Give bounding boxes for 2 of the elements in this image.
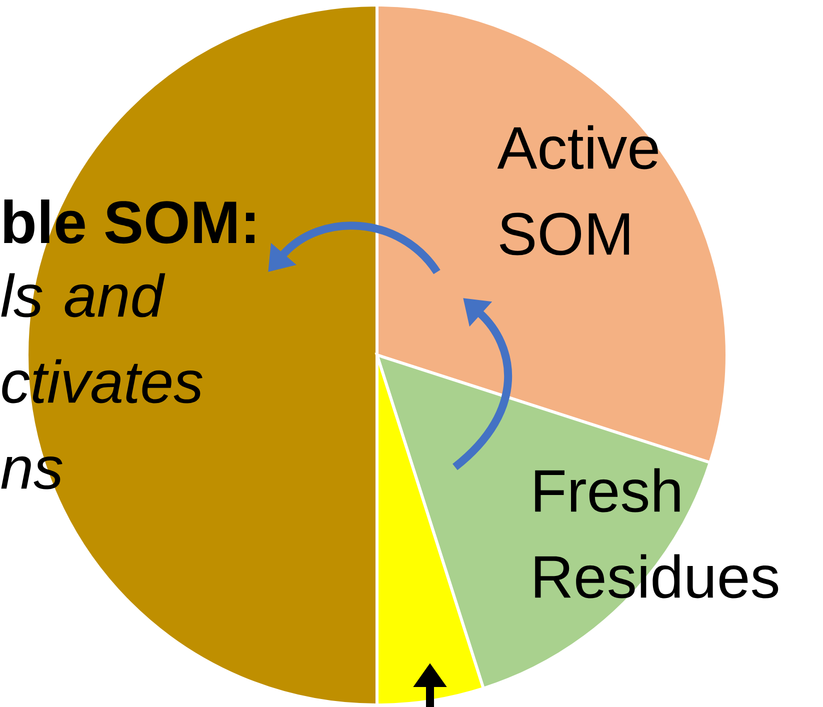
slice-label: Fresh Residues bbox=[535, 468, 778, 598]
slice-label: Active SOM bbox=[497, 125, 658, 256]
